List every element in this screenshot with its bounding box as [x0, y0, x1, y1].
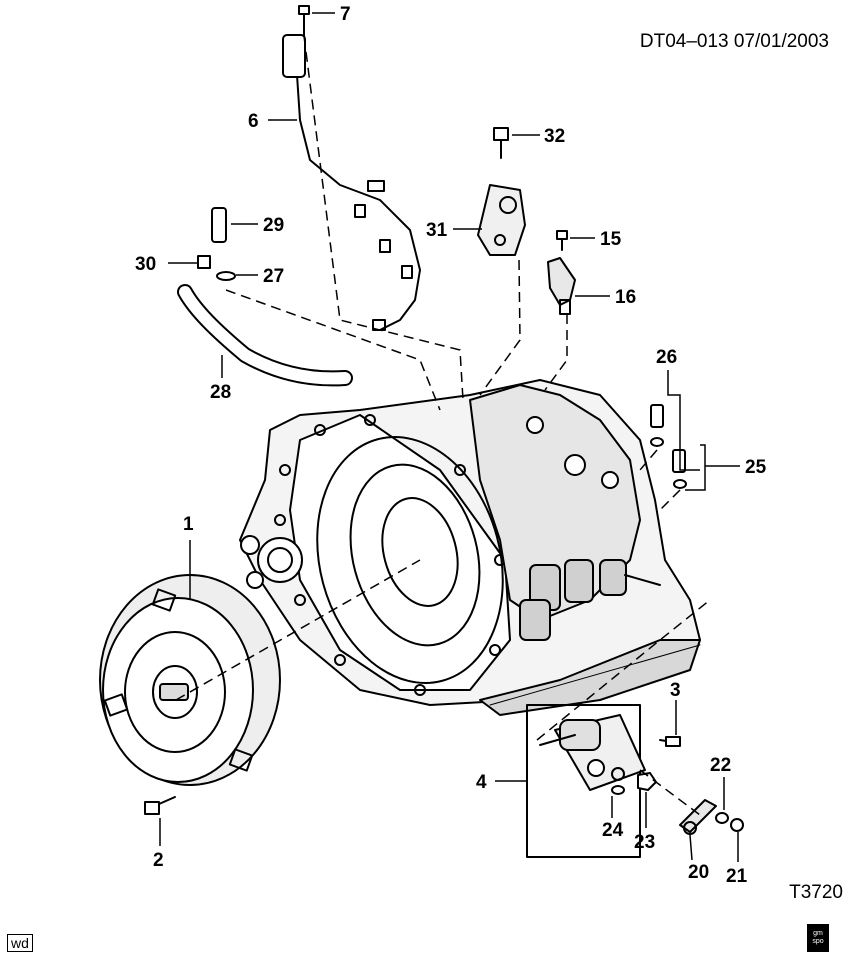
- range-switch-assembly-4: [526, 704, 646, 858]
- seal-27: [216, 271, 236, 281]
- callout-28: 28: [210, 382, 231, 403]
- callout-3: 3: [670, 680, 681, 701]
- callout-1: 1: [183, 514, 194, 535]
- callout-15: 15: [600, 229, 622, 250]
- callout-16: 16: [615, 287, 636, 308]
- fitting-29: [211, 207, 227, 243]
- callout-29: 29: [263, 215, 284, 236]
- callout-22: 22: [710, 755, 731, 776]
- torque-converter: [99, 574, 281, 786]
- callout-2: 2: [153, 850, 164, 871]
- hose-28: [177, 284, 353, 387]
- callout-31: 31: [426, 220, 448, 241]
- callout-labels: 7 6 32 31 15 16 29 30 27 28 26 25 1 2 3 …: [135, 4, 767, 887]
- callout-21: 21: [726, 866, 748, 887]
- bracket-31: [477, 184, 526, 256]
- bolt-2: [144, 796, 176, 815]
- callout-6: 6: [248, 111, 259, 132]
- bolt-3: [659, 736, 681, 747]
- figure-code: T3720: [789, 882, 843, 903]
- fitting-26: [650, 404, 664, 447]
- callout-4: 4: [476, 772, 487, 793]
- wiring-harness: [282, 34, 421, 331]
- callout-23: 23: [634, 832, 655, 853]
- lever-20: [679, 799, 717, 835]
- callout-20: 20: [688, 862, 709, 883]
- document-code: DT04–013 07/01/2003: [639, 31, 829, 52]
- callout-27: 27: [263, 266, 284, 287]
- callout-26: 26: [656, 347, 677, 368]
- fitting-25: [672, 449, 687, 489]
- clip-30: [197, 255, 211, 269]
- washer-22: [715, 812, 729, 824]
- nut-21: [730, 818, 744, 832]
- bolt-7: [298, 5, 310, 37]
- callout-7: 7: [340, 4, 351, 25]
- callout-25: 25: [745, 457, 767, 478]
- nut-23: [637, 772, 657, 791]
- bolt-32: [493, 127, 509, 159]
- leader-lines: [159, 12, 740, 862]
- wd-badge: wd: [7, 934, 33, 952]
- transmission-case: [239, 379, 701, 716]
- washer-24: [611, 785, 625, 795]
- bolt-15: [556, 230, 568, 251]
- callout-30: 30: [135, 254, 156, 275]
- callout-32: 32: [544, 126, 565, 147]
- callout-24: 24: [602, 820, 624, 841]
- speed-sensor-16: [547, 257, 576, 315]
